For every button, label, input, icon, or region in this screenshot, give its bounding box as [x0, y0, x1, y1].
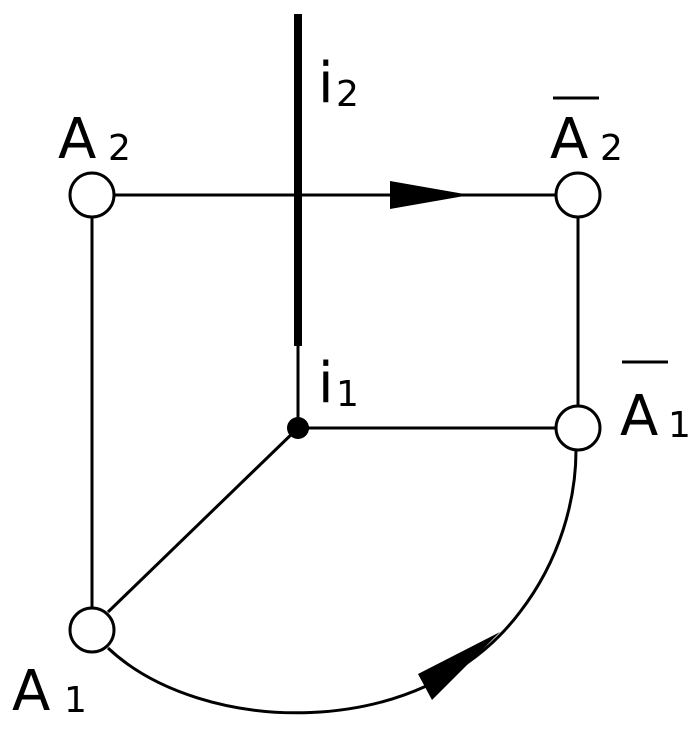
label-a2-sub: 2	[108, 128, 131, 169]
point-a2bar	[554, 171, 602, 219]
label-a1: A	[12, 659, 50, 724]
label-i2: i	[318, 51, 334, 116]
label-a1-sub: 1	[64, 680, 87, 721]
label-a2bar: A	[550, 107, 588, 172]
point-i1	[287, 417, 309, 439]
label-i2-sub: 2	[336, 74, 359, 115]
label-a1bar: A	[620, 384, 658, 449]
label-i1-sub: 1	[336, 374, 359, 415]
point-a1	[68, 606, 116, 654]
label-i1: i	[318, 351, 334, 416]
label-a2: A	[58, 107, 96, 172]
arc-a1-to-a1bar	[106, 449, 578, 715]
label-a2bar-sub: 2	[600, 128, 623, 169]
line-i1-to-a1	[106, 426, 300, 614]
arrowhead-arc	[418, 632, 500, 700]
label-a1bar-sub: 1	[668, 405, 691, 446]
point-a1bar	[554, 404, 602, 452]
arrowhead-right	[390, 181, 470, 209]
point-a2	[68, 171, 116, 219]
